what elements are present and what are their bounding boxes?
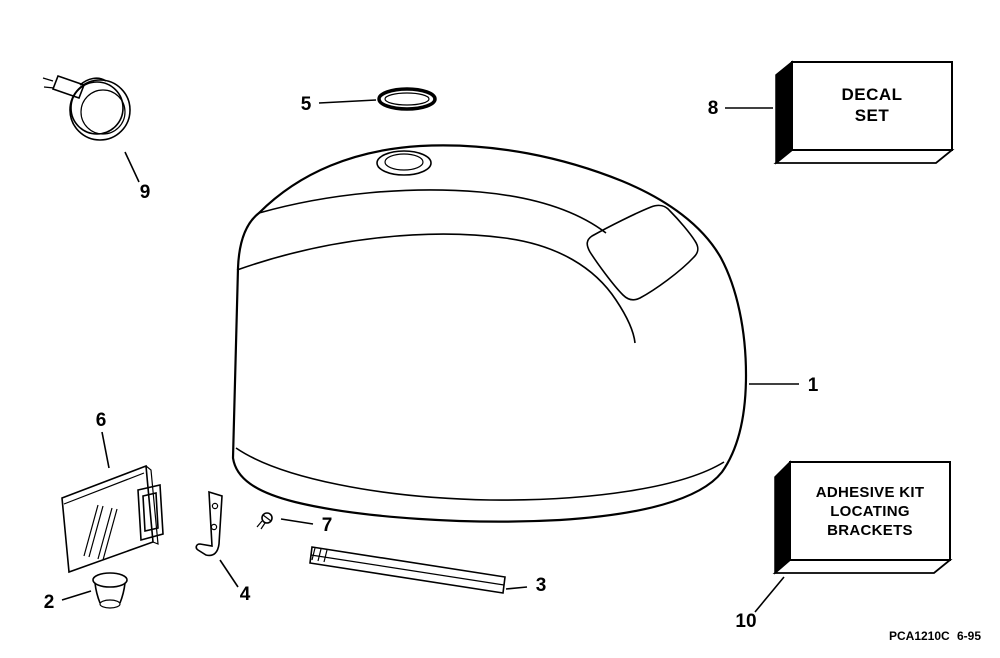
screw-slot [262,514,272,522]
decal-set-box: DECAL SET [773,60,955,165]
callout-2: 2 [44,592,55,613]
callout-6: 6 [96,410,107,431]
coiled-cord [42,74,131,141]
adhesive-box-front [789,461,951,561]
coil-loop-2 [70,81,124,135]
plate-clip [137,484,164,542]
plate-prongs [83,504,118,561]
cover-top-face-edge [258,189,607,234]
strip-inner-line [310,554,505,586]
cover-front-crease [236,233,636,344]
callout-4: 4 [240,584,251,605]
strip-end-hatch [311,547,328,563]
mounting-plate [61,464,164,574]
cover-access-panel [586,204,699,301]
connector-tip [42,77,55,89]
callout-10: 10 [735,611,756,632]
adhesive-box-bottom [772,559,953,574]
callout-5: 5 [301,94,312,115]
leader-line-10 [754,576,785,613]
cover-bottom-rim [235,447,725,501]
leader-lines [61,99,799,613]
leader-line-4 [219,559,239,588]
engine-cover-outline [231,144,748,523]
grommet-body [94,582,126,604]
screw-head [261,512,273,524]
bracket-hole-bottom [210,523,218,531]
seal-strip [309,546,506,594]
callout-7: 7 [322,515,333,536]
bracket [195,490,223,557]
screw-threads [256,520,266,530]
callout-3: 3 [536,575,547,596]
figure-date: 6-95 [957,629,981,643]
callout-numbers: 1 2 3 4 5 6 7 8 9 10 [44,94,819,632]
engine-cover [231,144,748,523]
adhesive-box-label-line1: ADHESIVE KIT [816,484,925,501]
adhesive-box-label-line3: BRACKETS [827,522,913,539]
leader-line-5 [318,99,377,104]
leader-line-6 [101,431,110,469]
leader-line-7 [280,518,314,525]
bracket-hole-top [211,502,219,510]
callout-8: 8 [708,98,719,119]
decal-box-front [791,61,953,151]
bracket-body [195,490,223,557]
footer: PCA1210C 6-95 [889,629,981,643]
figure-code: PCA1210C [889,629,950,643]
coil-loop-1 [69,79,131,141]
coil-loop-3 [80,89,126,135]
grommet [92,572,128,609]
decal-box-label-line2: SET [855,106,890,125]
cord-connector [51,74,86,100]
grommet-base [99,599,121,609]
cord-exit [79,77,107,86]
plate-thickness [63,465,159,545]
oring-inner [384,92,430,106]
oring-outer [377,87,437,111]
leader-line-9 [124,151,140,183]
grommet-flange [92,572,128,588]
decal-box-side [775,60,793,165]
callout-9: 9 [140,182,151,203]
decal-box-bottom [773,149,955,164]
callout-1: 1 [808,375,819,396]
leader-line-3 [505,586,528,590]
adhesive-box-label-line2: LOCATING [830,503,910,520]
oring-seal [377,87,437,111]
decal-box-label-line1: DECAL [841,85,902,104]
screw [256,512,273,530]
filler-oval-inner [384,153,424,171]
adhesive-kit-box: ADHESIVE KIT LOCATING BRACKETS [772,460,953,575]
leader-line-2 [61,590,92,601]
adhesive-box-side [774,460,791,575]
strip-outline [309,546,506,594]
filler-oval-outer [376,150,432,176]
